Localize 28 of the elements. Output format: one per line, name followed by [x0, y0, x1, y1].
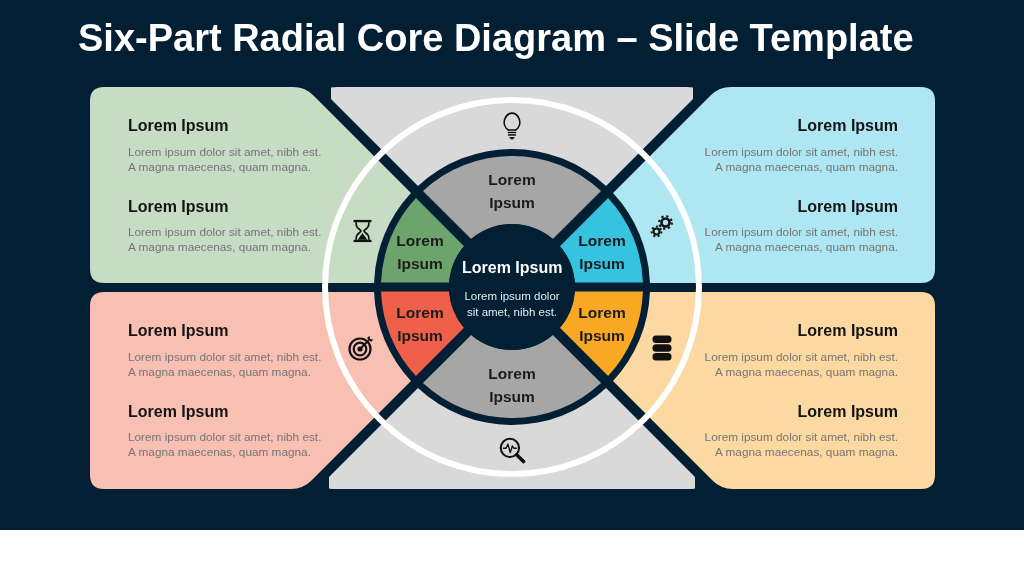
ring-segment — [381, 197, 465, 283]
title: Six-Part Radial Core Diagram – Slide Template — [78, 16, 914, 60]
center-text: Lorem ipsum dolor sit amet, nibh est. — [463, 289, 561, 320]
segment-label: Lorem Ipsum — [395, 231, 445, 274]
panel-heading: Lorem Ipsum — [797, 402, 898, 422]
panel-heading: Lorem Ipsum — [797, 116, 898, 136]
panel-heading: Lorem Ipsum — [128, 402, 229, 422]
trapezoid-panel — [329, 388, 695, 489]
segment-label: Lorem Ipsum — [577, 231, 627, 274]
segment-label: Lorem Ipsum — [577, 303, 627, 346]
panel-text: Lorem ipsum dolor sit amet, nibh est. A magna maecenas, quam magna. — [703, 430, 898, 460]
panel-text: Lorem ipsum dolor sit amet, nibh est. A magna maecenas, quam magna. — [128, 430, 323, 460]
panel-heading: Lorem Ipsum — [128, 321, 229, 341]
panel-heading: Lorem Ipsum — [128, 116, 229, 136]
panel-heading: Lorem Ipsum — [797, 321, 898, 341]
panel-text: Lorem ipsum dolor sit amet, nibh est. A magna maecenas, quam magna. — [128, 350, 323, 380]
panel-heading: Lorem Ipsum — [797, 197, 898, 217]
center-heading: Lorem Ipsum — [462, 258, 563, 278]
segment-label: Lorem Ipsum — [395, 303, 445, 346]
panel-text: Lorem ipsum dolor sit amet, nibh est. A magna maecenas, quam magna. — [703, 225, 898, 255]
panel-text: Lorem ipsum dolor sit amet, nibh est. A magna maecenas, quam magna. — [703, 350, 898, 380]
segment-label: Lorem Ipsum — [487, 364, 537, 407]
segment-label: Lorem Ipsum — [487, 170, 537, 213]
panel-text: Lorem ipsum dolor sit amet, nibh est. A magna maecenas, quam magna. — [128, 225, 323, 255]
trapezoid-panel — [331, 87, 693, 186]
panel-heading: Lorem Ipsum — [128, 197, 229, 217]
panel-text: Lorem ipsum dolor sit amet, nibh est. A magna maecenas, quam magna. — [703, 145, 898, 175]
panel-text: Lorem ipsum dolor sit amet, nibh est. A magna maecenas, quam magna. — [128, 145, 323, 175]
